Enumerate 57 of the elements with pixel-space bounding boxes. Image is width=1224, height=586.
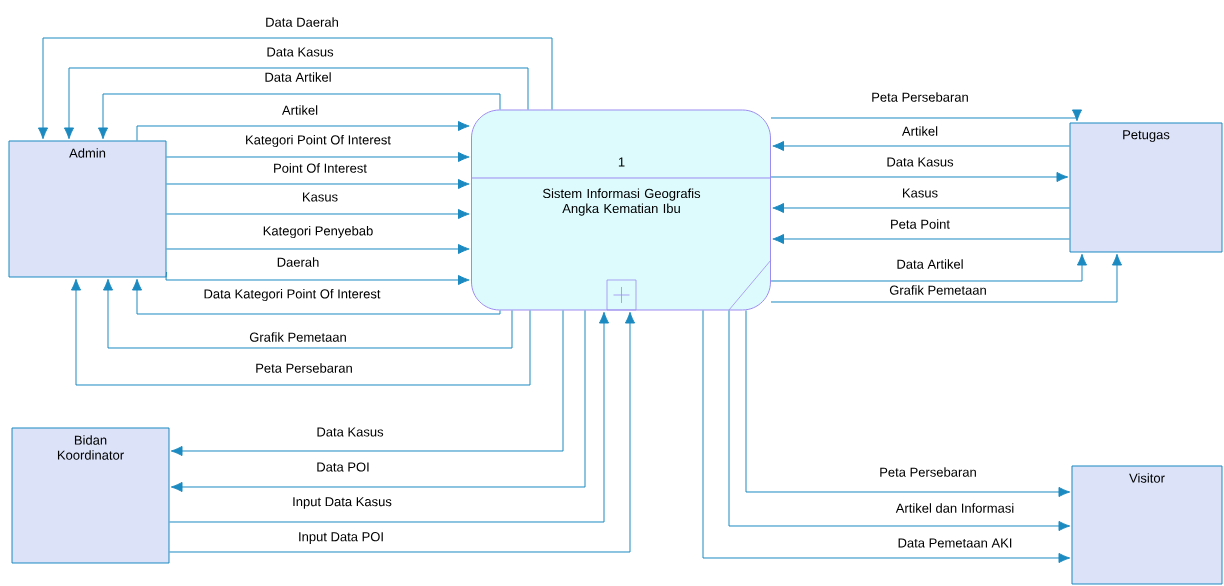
edge-label: Data Kasus [315, 426, 385, 438]
edge-label: Data Pemetaan AKI [896, 537, 1014, 549]
edge-label: Kasus [900, 187, 940, 199]
edge-label: Input Data POI [297, 531, 385, 545]
arrow [166, 178, 470, 190]
edge-label: Input Data Kasus [291, 496, 393, 510]
arrow [170, 310, 586, 493]
arrow [770, 109, 1083, 122]
arrow [772, 140, 1070, 152]
edge-label: Peta Persebaran [870, 91, 970, 103]
arrow [728, 310, 1071, 532]
edge-label: Data Artikel [895, 258, 965, 270]
edge-label: Data POI [315, 461, 371, 473]
arrow [63, 67, 529, 140]
arrow [770, 253, 1088, 282]
edge-label: Point Of Interest [272, 162, 368, 174]
arrow [165, 271, 470, 286]
arrow [97, 93, 501, 140]
arrow [772, 233, 1070, 245]
arrow [169, 311, 610, 523]
edge-label: Peta Persebaran [254, 362, 354, 374]
arrow [745, 310, 1071, 498]
edge-label: Artikel dan Informasi [894, 502, 1016, 514]
edge-label: Kategori Penyebab [261, 224, 375, 240]
arrow [770, 253, 1123, 303]
edge-label: Data Daerah [264, 16, 340, 28]
arrow [102, 278, 513, 349]
entity-box: Petugas [1069, 122, 1223, 253]
edge-label: Kategori Point Of Interest [244, 133, 392, 149]
arrow [166, 208, 470, 220]
arrow [37, 37, 553, 140]
arrow [131, 278, 501, 315]
entity-box: Visitor [1071, 465, 1223, 585]
edge-label: Grafik Pemetaan [888, 284, 988, 296]
edge-label: Data Kasus [885, 156, 955, 168]
entity-box: Bidan Koordinator [11, 427, 170, 564]
edge-label: Peta Persebaran [878, 466, 978, 478]
edge-label: Artikel [280, 104, 320, 116]
edge-label: Data Kategori Point Of Interest [202, 287, 382, 303]
edge-label: Data Kasus [265, 46, 335, 58]
arrow [702, 310, 1071, 564]
edge-label: Daerah [275, 256, 321, 268]
edge-label: Grafik Pemetaan [248, 331, 348, 343]
edge-label: Kasus [300, 191, 340, 203]
arrow [770, 171, 1069, 183]
edge-label: Peta Point [889, 218, 951, 230]
edge-label: Data Artikel [263, 71, 333, 83]
arrow [772, 202, 1070, 214]
entity-box: Admin [8, 140, 167, 278]
arrow [136, 120, 470, 141]
arrow [166, 151, 470, 163]
arrow [166, 243, 470, 255]
arrow [170, 310, 564, 457]
edge-label: Artikel [900, 125, 940, 137]
arrow [70, 278, 531, 386]
arrow [169, 311, 636, 553]
process-box: 1 Sistem Informasi Geografis Angka Kematian Ibu [471, 109, 772, 311]
